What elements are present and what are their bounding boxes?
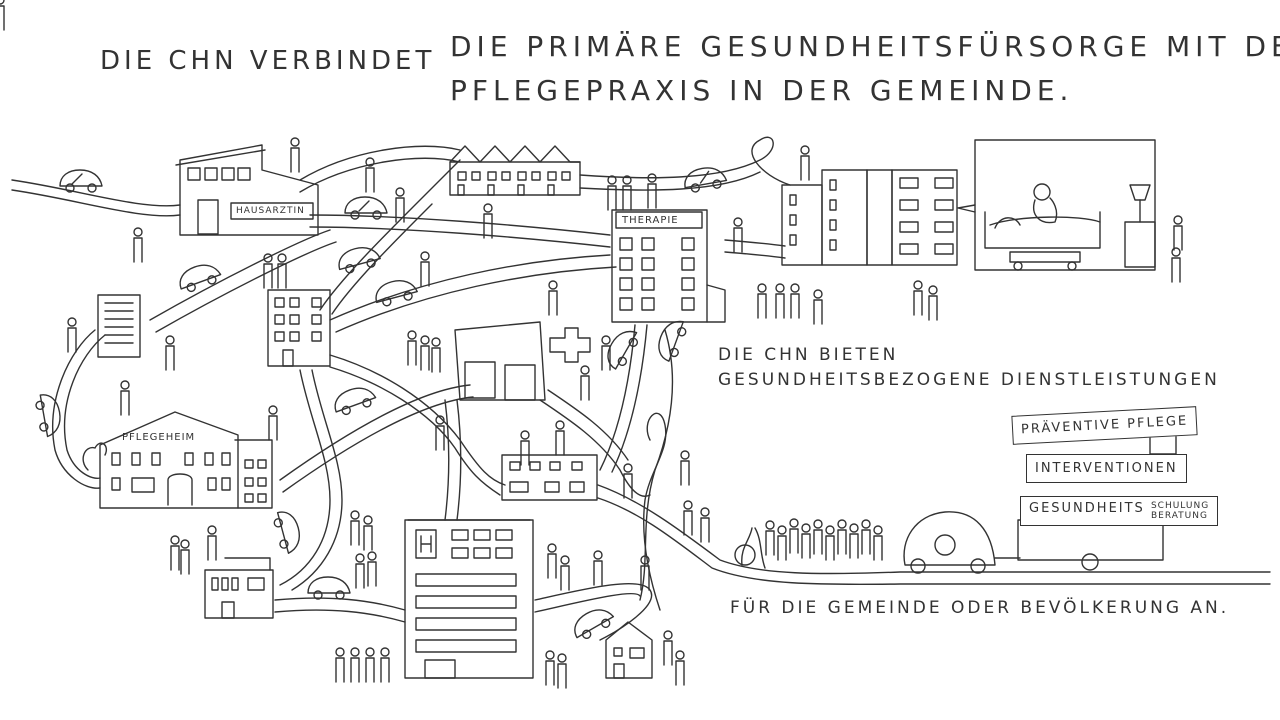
headline-part-2: die primäre Gesundheitsfürsorge mit der <box>450 30 1280 63</box>
sign-therapie: Therapie <box>622 215 679 226</box>
home-care-scene <box>957 139 1156 271</box>
pharmacy-building <box>454 321 591 401</box>
center-building <box>501 454 598 501</box>
therapie-building <box>611 209 726 323</box>
sign-hausarztin: Hausarztin <box>236 206 305 216</box>
cars <box>35 167 728 640</box>
services-intro-line-1: Die CHN bieten <box>718 345 899 365</box>
headline-part-3: Pflegepraxis in der Gemeinde. <box>450 74 1074 107</box>
sign-pflegeheim: Pflegeheim <box>122 432 196 443</box>
row-houses <box>449 145 581 196</box>
apartment-complex <box>781 169 958 266</box>
hospital-building <box>404 519 534 679</box>
service-sign-gesundheits: Gesundheits Schulung Beratung <box>1020 496 1219 526</box>
small-apartment-left <box>97 294 141 358</box>
service-sign-interventionen: Interventionen <box>1026 454 1187 483</box>
road-network <box>11 136 1271 641</box>
service-sub-schulung: Schulung <box>1150 501 1210 511</box>
pflegeheim-building <box>82 411 273 509</box>
service-sign-gesundheits-sub: Schulung Beratung <box>1151 501 1209 521</box>
headline-part-1: Die CHN verbindet <box>100 46 436 76</box>
service-sub-beratung: Beratung <box>1150 511 1208 521</box>
crowd-of-people <box>0 0 883 569</box>
hausarztin-building <box>175 144 319 236</box>
house-bottom <box>605 621 653 679</box>
small-building-bottom-left <box>204 557 274 619</box>
services-outro: für die Gemeinde oder Bevölkerung an. <box>730 598 1230 618</box>
apartment-mid-left <box>267 289 331 367</box>
services-intro-line-2: Gesundheitsbezogene Dienstleistungen <box>718 370 1220 390</box>
service-sign-gesundheits-label: Gesundheits <box>1029 501 1145 516</box>
